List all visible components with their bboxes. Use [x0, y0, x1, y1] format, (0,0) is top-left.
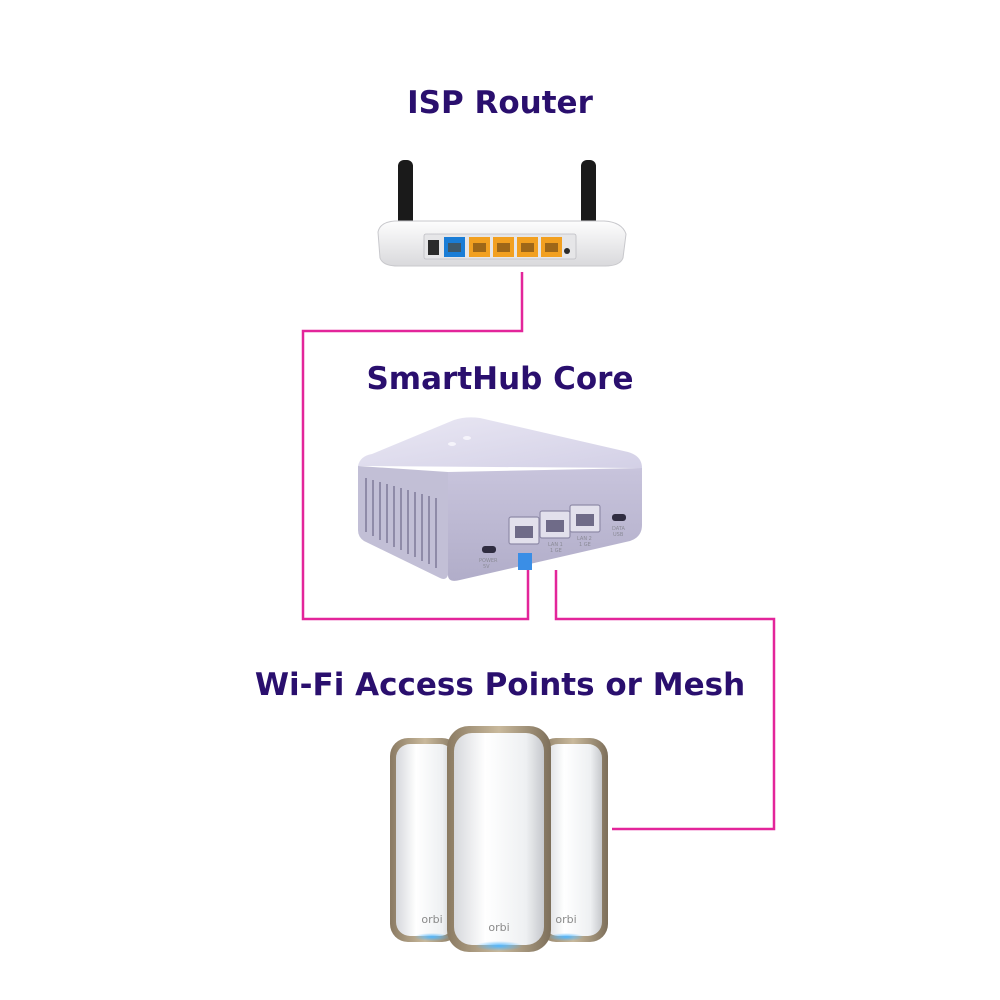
hub-usb-c-power — [482, 546, 496, 553]
hub-wan-tag — [518, 553, 532, 570]
mesh-devices: orbi orbi orbi — [390, 726, 608, 952]
hub-led-2 — [463, 436, 471, 440]
hub-port-label-power: POWER — [479, 558, 498, 564]
hub-port-label-data: DATA — [612, 526, 625, 532]
router-port-sockets — [448, 243, 558, 252]
hub-port-label-power-spec: 5V — [483, 564, 490, 570]
hub-top-face — [358, 417, 642, 468]
link-hub-to-mesh — [554, 570, 776, 831]
mesh-brand-left: orbi — [421, 913, 442, 926]
isp-router-label: ISP Router — [407, 85, 593, 121]
smarthub-label: SmartHub Core — [366, 361, 633, 397]
links — [301, 272, 776, 831]
isp-router-device — [377, 160, 627, 267]
mesh-brand-center: orbi — [488, 921, 509, 934]
hub-led-1 — [448, 442, 456, 446]
mesh-unit-left: orbi — [390, 738, 460, 942]
mesh-unit-center: orbi — [447, 726, 551, 952]
mesh-unit-right: orbi — [538, 738, 608, 942]
link-router-to-hub — [301, 272, 530, 621]
hub-left-face — [358, 466, 448, 579]
hub-port-label-lan1: LAN 1 — [548, 542, 563, 548]
mesh-brand-right: orbi — [555, 913, 576, 926]
hub-port-label-data-spec: USB — [613, 532, 624, 538]
smarthub-device: LAN 1 1 GE LAN 2 1 GE POWER 5V DATA USB — [358, 417, 642, 581]
hub-usb-c-data — [612, 514, 626, 521]
hub-port-label-lan1-speed: 1 GE — [550, 548, 562, 554]
hub-port-sockets — [515, 514, 594, 538]
hub-port-label-lan2-speed: 1 GE — [579, 542, 591, 548]
router-reset-button — [564, 248, 570, 254]
hub-vent-grille — [365, 478, 437, 568]
router-power-jack — [428, 240, 439, 255]
mesh-label: Wi-Fi Access Points or Mesh — [255, 667, 745, 703]
hub-port-label-lan2: LAN 2 — [577, 536, 592, 542]
